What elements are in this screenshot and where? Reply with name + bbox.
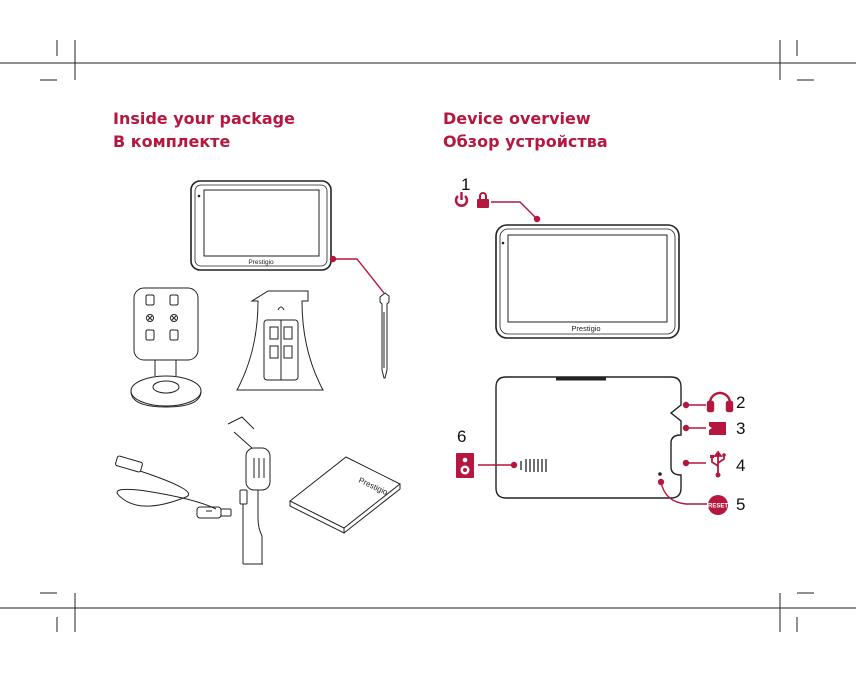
callout-6-number: 6 (457, 427, 466, 446)
power-icon (456, 192, 467, 206)
car-charger (228, 417, 270, 564)
callout-4-line (684, 461, 707, 466)
reset-button-label: RESET (708, 504, 728, 510)
suction-holder (131, 288, 201, 407)
package-navigator (191, 181, 331, 270)
speaker-grille (521, 459, 546, 472)
reset-button-icon: RESET (708, 495, 728, 515)
crop-marks (0, 40, 856, 632)
stylus (380, 293, 389, 378)
device-front-brand: Prestigio (571, 324, 600, 333)
stylus-callout-line (331, 257, 385, 294)
callout-5-line (659, 480, 708, 505)
microsd-card-icon (709, 422, 726, 435)
device-back (496, 377, 681, 498)
callout-2-line (684, 403, 707, 408)
cradle (237, 291, 323, 390)
svg-text:Prestigio: Prestigio (357, 476, 390, 498)
headphones-icon (708, 393, 732, 411)
callout-1-number: 1 (461, 175, 470, 194)
callout-2-number: 2 (736, 393, 745, 412)
callout-1-line (491, 202, 540, 222)
callout-6-line (478, 463, 517, 468)
callout-3-line (684, 426, 707, 431)
usb-icon (710, 452, 726, 478)
callout-4-number: 4 (736, 456, 745, 475)
callout-5-number: 5 (736, 495, 745, 514)
user-manual-booklet: Prestigio (290, 457, 400, 533)
usb-cable (115, 456, 231, 518)
lock-icon (477, 192, 489, 208)
callout-3-number: 3 (736, 419, 745, 438)
package-navigator-brand: Prestigio (248, 259, 274, 266)
device-front (496, 225, 679, 338)
speaker-icon (456, 453, 474, 478)
